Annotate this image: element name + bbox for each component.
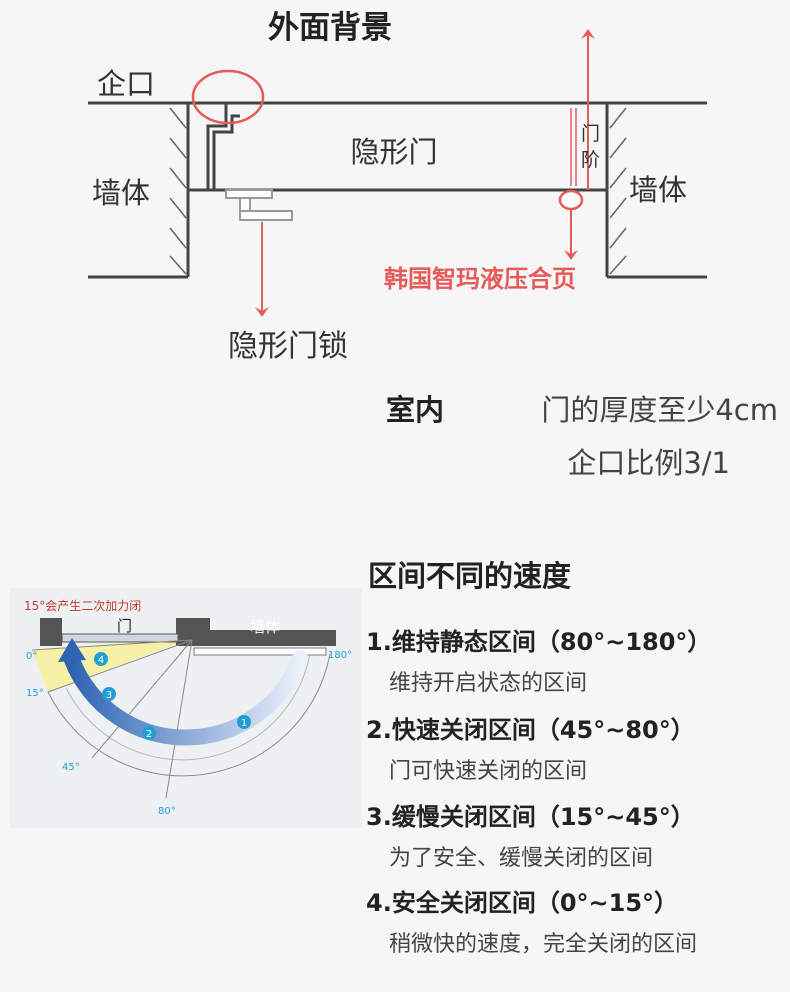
right-wall-label: 墙体 [629, 173, 687, 207]
closing-arrow-head [58, 638, 86, 662]
panel-door-label: 门 [117, 617, 132, 635]
swing-outline-arc [47, 653, 331, 777]
door-thickness-note: 门的厚度至少4cm [541, 393, 778, 427]
rabbet-ratio-note: 企口比例3/1 [567, 446, 730, 480]
zone-2-description: 门可快速关闭的区间 [389, 759, 588, 784]
lock-label: 隐形门锁 [228, 329, 348, 364]
hinge-highlight-circle [558, 189, 584, 211]
zone-3-description: 为了安全、缓慢关闭的区间 [389, 846, 654, 871]
speed-zone-2: 2.快速关闭区间（45°~80°） 门可快速关闭的区间 [366, 710, 786, 785]
closing-motion-arc [64, 650, 308, 746]
zone-badge-3: 3 [102, 687, 116, 701]
zone-badge-2: 2 [142, 726, 156, 740]
panel-caption: 15°会产生二次加力闭 [24, 599, 141, 613]
angle-label-45: 45° [62, 762, 80, 773]
svg-text:2: 2 [146, 729, 152, 740]
zone-1-heading: 1.维持静态区间（80°~180°） [366, 628, 712, 656]
zone-badge-1: 1 [237, 715, 251, 729]
rabbet-highlight-circle [191, 69, 265, 125]
left-frame-block [40, 618, 62, 646]
svg-text:3: 3 [106, 690, 112, 701]
closing-speed-illustration: 15°会产生二次加力闭 门 墙体 1 2 3 4 0° 15° 45° 80° … [10, 588, 362, 828]
zone-4-heading: 4.安全关闭区间（0°~15°） [366, 889, 679, 917]
indoor-label: 室内 [386, 393, 444, 427]
right-wall-hatching [609, 107, 627, 275]
lock-symbol [225, 189, 293, 221]
zone-4-description: 稍微快的速度，完全关闭的区间 [389, 932, 698, 957]
open-door-bar [193, 647, 327, 656]
swing-inner-arc [65, 653, 311, 761]
speed-zone-3: 3.缓慢关闭区间（15°~45°） 为了安全、缓慢关闭的区间 [366, 797, 786, 872]
door-label: 隐形门 [350, 135, 437, 169]
angle-label-15: 15° [26, 688, 44, 699]
wall-block [210, 630, 336, 646]
zone-1-description: 维持开启状态的区间 [389, 671, 588, 696]
svg-text:4: 4 [98, 655, 104, 666]
angle-label-180: 180° [328, 650, 352, 661]
zone-badge-4: 4 [94, 652, 108, 666]
door-step-lines [570, 108, 577, 186]
speed-section-title: 区间不同的速度 [368, 559, 572, 593]
zone-2-heading: 2.快速关闭区间（45°~80°） [366, 716, 695, 744]
zone-3-heading: 3.缓慢关闭区间（15°~45°） [366, 803, 695, 831]
angle-lines [31, 639, 193, 799]
angle-label-0: 0° [26, 651, 37, 662]
outside-title: 外面背景 [268, 10, 392, 46]
angle-label-80: 80° [158, 806, 176, 817]
rabbet-label: 企口 [97, 67, 155, 101]
speed-zone-4: 4.安全关闭区间（0°~15°） 稍微快的速度，完全关闭的区间 [366, 883, 786, 958]
left-wall-hatching [169, 107, 187, 275]
door-section-diagram: 外面背景 [88, 10, 778, 480]
right-frame-block [176, 618, 210, 646]
closed-door-bar [61, 633, 179, 643]
door-step-label-1: 门 [581, 123, 600, 145]
svg-text:1: 1 [241, 718, 247, 729]
panel-wall-label: 墙体 [250, 618, 280, 636]
door-step-label-2: 阶 [581, 149, 600, 171]
left-wall-label: 墙体 [92, 176, 150, 210]
hinge-label: 韩国智玛液压合页 [384, 265, 576, 293]
speed-zone-1: 1.维持静态区间（80°~180°） 维持开启状态的区间 [366, 622, 786, 697]
